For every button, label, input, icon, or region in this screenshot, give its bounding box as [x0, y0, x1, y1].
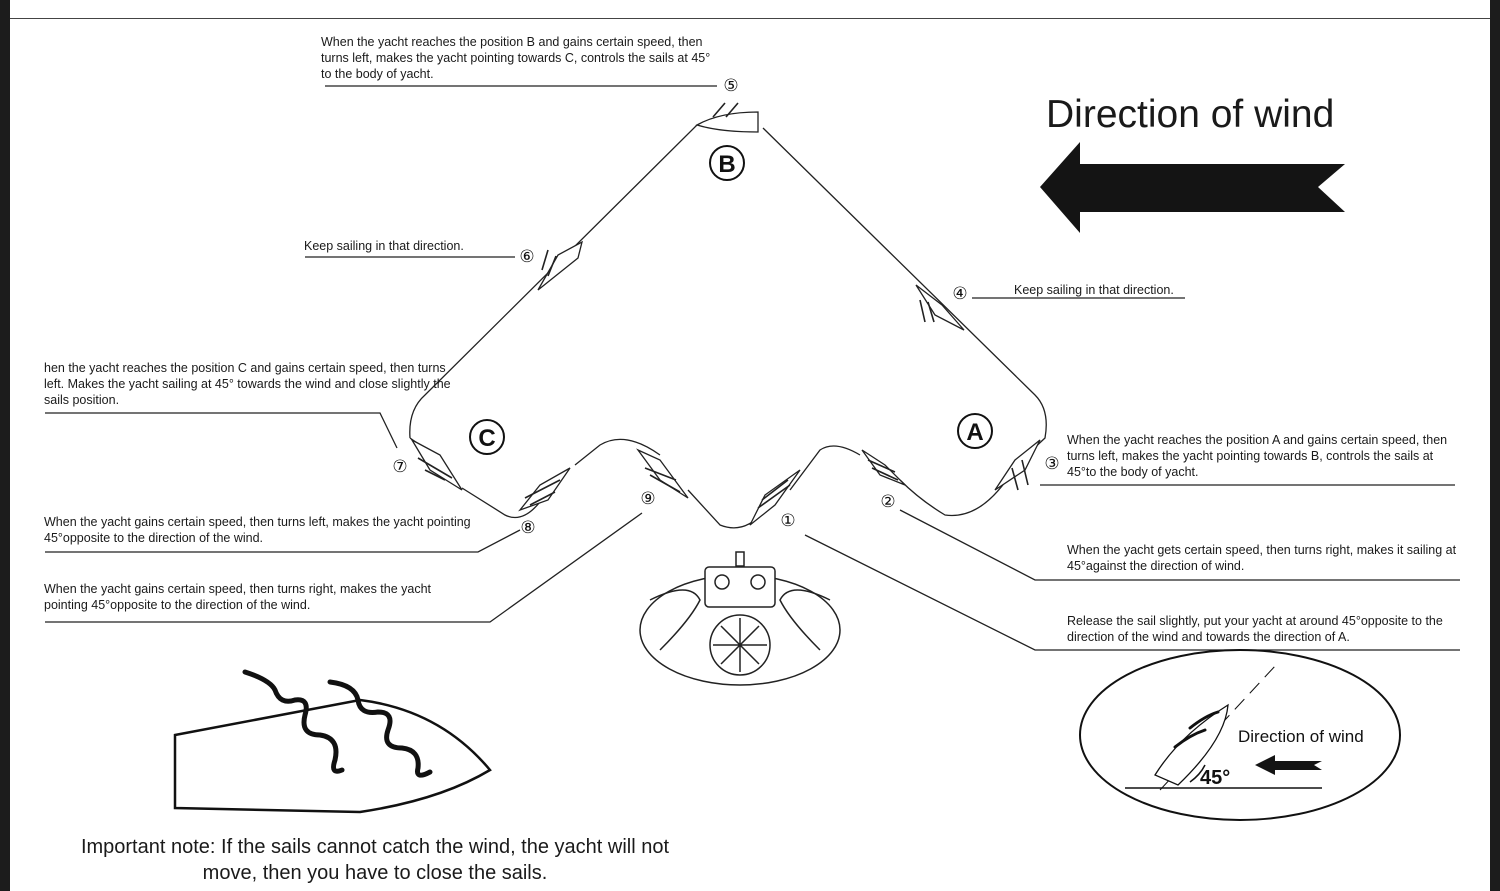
position-b-label: B	[718, 151, 735, 178]
leader-8	[45, 529, 521, 553]
leader-7	[45, 412, 398, 449]
remote-controller-person	[639, 551, 841, 686]
boat-sketch	[173, 669, 492, 814]
yacht-9	[636, 448, 689, 499]
inset-wind-label: Direction of wind	[1238, 727, 1364, 746]
page-border-right	[1490, 0, 1500, 891]
caption-step-9: When the yacht gains certain speed, then…	[44, 582, 432, 612]
leader-2	[899, 509, 1460, 581]
step-6-marker: ⑥	[519, 247, 534, 267]
position-c-circle	[469, 419, 505, 455]
position-b-circle	[709, 145, 745, 181]
step-1-marker: ①	[780, 511, 795, 531]
caption-step-4: Keep sailing in that direction.	[1014, 283, 1174, 297]
yacht-6	[537, 240, 583, 291]
step-9-marker: ⑨	[640, 489, 655, 509]
caption-step-2: When the yacht gets certain speed, then …	[1067, 543, 1457, 573]
step-8-marker: ⑧	[520, 518, 535, 538]
caption-step-1: Release the sail slightly, put your yach…	[1067, 614, 1443, 644]
page-border-top	[10, 0, 1490, 19]
yacht-8	[518, 467, 571, 512]
step-3-marker: ③	[1044, 454, 1059, 474]
yacht-7	[410, 438, 463, 491]
step-4-marker: ④	[952, 284, 967, 304]
leader-9	[45, 512, 643, 623]
position-c-label: C	[478, 425, 495, 452]
important-note: Important note: If the sails cannot catc…	[80, 836, 670, 884]
yacht-3	[994, 439, 1041, 491]
course-path	[409, 124, 1047, 529]
caption-step-6: Keep sailing in that direction.	[304, 239, 464, 253]
step-7-marker: ⑦	[392, 457, 407, 477]
wind-arrow-icon	[1040, 142, 1345, 233]
position-a-circle	[957, 413, 993, 449]
inset-wind-arrow-icon	[1255, 755, 1322, 775]
yacht-5	[695, 111, 759, 133]
caption-step-3: When the yacht reaches the position A an…	[1067, 433, 1448, 479]
step-5-marker: ⑤	[723, 76, 738, 96]
inset-diagram	[1079, 649, 1401, 821]
caption-step-5: When the yacht reaches the position B an…	[321, 35, 711, 81]
step-2-marker: ②	[880, 492, 895, 512]
leader-1	[804, 534, 1460, 651]
caption-step-8: When the yacht gains certain speed, then…	[44, 515, 471, 545]
caption-step-7: hen the yacht reaches the position C and…	[44, 361, 451, 407]
position-a-label: A	[966, 419, 983, 446]
page-border-left	[0, 0, 10, 891]
yacht-1	[749, 469, 801, 526]
wind-direction-title: Direction of wind	[1046, 93, 1335, 136]
inset-angle-label: 45°	[1200, 767, 1230, 789]
